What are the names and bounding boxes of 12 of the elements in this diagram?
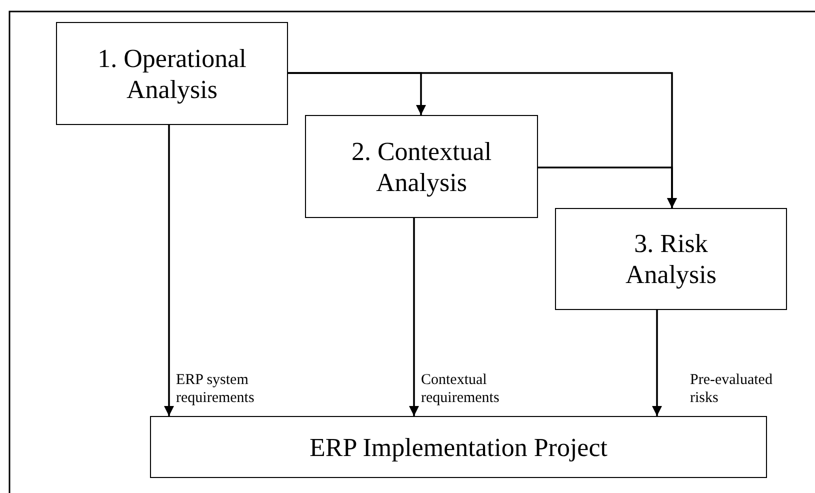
arrow — [164, 125, 174, 416]
arrow — [652, 310, 662, 416]
arrow — [409, 218, 419, 416]
process-box — [150, 416, 767, 478]
box-label: ERP Implementation Project — [310, 432, 608, 462]
process-box — [56, 22, 288, 125]
process-box — [305, 115, 538, 218]
process-box — [555, 208, 787, 310]
box-label: 1. Operational Analysis — [96, 42, 248, 104]
box-label: 3. Risk Analysis — [624, 228, 718, 290]
arrow — [538, 166, 677, 208]
box-label: 2. Contextual Analysis — [350, 136, 493, 198]
